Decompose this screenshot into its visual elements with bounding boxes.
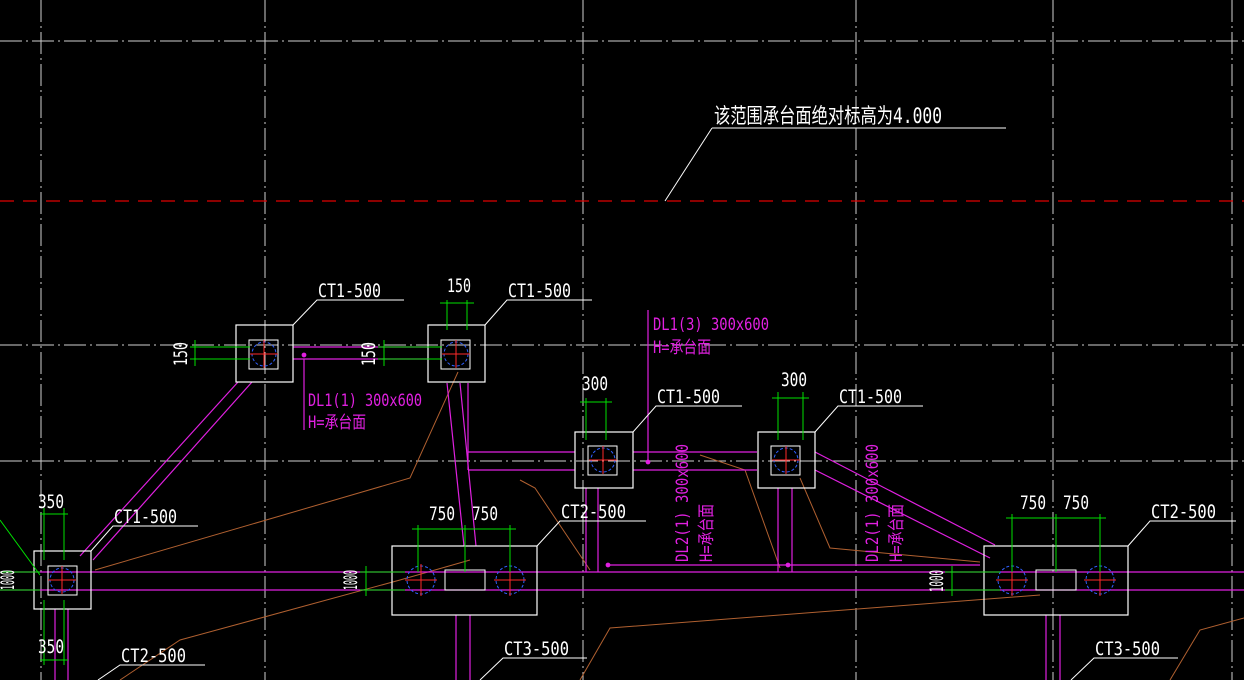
beam-dot xyxy=(605,562,611,568)
note-text: 该范围承台面绝对标高为4.000 xyxy=(714,104,942,128)
label-ct1: CT1-500 xyxy=(114,506,177,528)
cap-labels: CT1-500 CT1-500 CT1-500 CT1-500 CT1-500 … xyxy=(0,275,1216,667)
beam-label: H=承台面 xyxy=(653,338,711,358)
leader xyxy=(536,520,646,547)
label-ct1: CT1-500 xyxy=(318,280,381,302)
brown-line xyxy=(119,559,471,680)
pile-cap-ct1[interactable] xyxy=(33,550,92,610)
beam-label: DL2(1) 300x600 xyxy=(863,444,883,562)
label-ct2: CT2-500 xyxy=(1151,501,1216,523)
elevation-note: 该范围承台面绝对标高为4.000 xyxy=(664,104,1006,202)
dim-350: 350 xyxy=(38,636,64,658)
label-ct2: CT2-500 xyxy=(121,645,186,667)
beam-dot xyxy=(301,352,307,358)
beam-label: H=承台面 xyxy=(697,504,717,562)
leader xyxy=(90,525,198,552)
beam-line xyxy=(79,381,239,557)
dim-750: 750 xyxy=(472,503,498,525)
dim-300: 300 xyxy=(582,373,608,395)
dim-150: 150 xyxy=(170,342,192,366)
beam-label: DL2(1) 300x600 xyxy=(673,444,693,562)
brown-line xyxy=(94,371,459,571)
dim-line xyxy=(0,519,41,576)
beam-line xyxy=(814,451,996,546)
beam-label: H=承台面 xyxy=(308,413,366,433)
beam-dot xyxy=(645,459,651,465)
label-ct3: CT3-500 xyxy=(1095,638,1160,660)
leader xyxy=(97,664,205,680)
beam-label: H=承台面 xyxy=(887,504,907,562)
label-ct1: CT1-500 xyxy=(508,280,571,302)
label-ct1: CT1-500 xyxy=(657,386,720,408)
dim-1000: 1000 xyxy=(0,570,19,590)
beam-line xyxy=(446,382,465,547)
brown-line xyxy=(519,479,591,571)
dim-350: 350 xyxy=(38,491,64,513)
beam-line xyxy=(92,381,253,561)
pile-inner xyxy=(1035,569,1077,591)
label-ct3: CT3-500 xyxy=(504,638,569,660)
leader xyxy=(1070,657,1178,680)
brown-line xyxy=(1169,617,1244,680)
beam-labels: DL1(1) 300x600 H=承台面 DL1(3) 300x600 H=承台… xyxy=(308,315,907,562)
beam-line xyxy=(814,469,991,559)
pile-cap-ct1[interactable] xyxy=(574,431,634,489)
dim-150: 150 xyxy=(358,342,380,366)
dim-150: 150 xyxy=(447,275,471,297)
brown-lines xyxy=(94,371,1244,680)
beam-label: DL1(3) 300x600 xyxy=(653,315,769,335)
beam-label: DL1(1) 300x600 xyxy=(308,391,422,411)
dim-750: 750 xyxy=(1063,492,1089,514)
dim-750: 750 xyxy=(429,503,455,525)
leader xyxy=(814,405,923,433)
label-ct2: CT2-500 xyxy=(561,501,626,523)
pile-inner xyxy=(444,569,486,591)
leader xyxy=(484,299,592,326)
leader xyxy=(632,405,742,433)
dimension-lines xyxy=(0,300,1106,665)
pile-cap-ct1[interactable] xyxy=(427,324,486,383)
dim-1000: 1000 xyxy=(926,570,948,592)
dim-750: 750 xyxy=(1020,492,1046,514)
brown-line xyxy=(579,594,1041,680)
beam-dot xyxy=(785,562,791,568)
note-leader xyxy=(664,127,713,202)
label-ct1: CT1-500 xyxy=(839,386,902,408)
leader xyxy=(292,299,404,326)
pile-cap-ct1[interactable] xyxy=(757,431,816,489)
label-leaders xyxy=(90,299,1236,680)
leader xyxy=(1127,520,1236,547)
leader xyxy=(479,657,587,680)
brown-line xyxy=(799,477,981,563)
dim-300: 300 xyxy=(781,369,807,391)
dim-1000: 1000 xyxy=(340,570,362,590)
pile-cap-ct1[interactable] xyxy=(235,324,294,383)
